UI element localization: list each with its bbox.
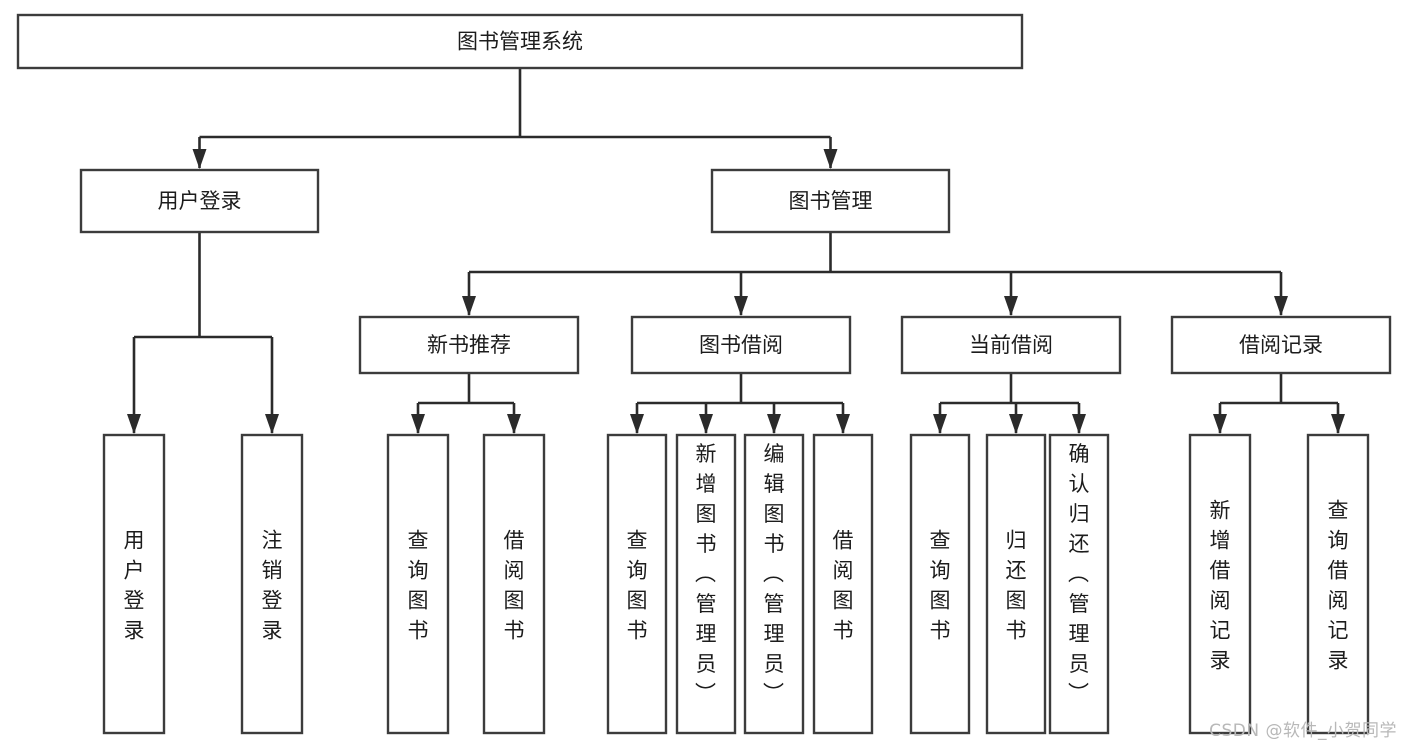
node-leaf-4[interactable]: [606, 433, 668, 735]
node-level1-1-label: 图书管理: [789, 189, 873, 213]
node-leaf-8-rect[interactable]: [909, 433, 971, 735]
node-level1-0[interactable]: [79, 168, 320, 234]
connector-layer: [127, 68, 1345, 434]
node-leaf-1[interactable]: [240, 433, 304, 735]
node-leaf-5-rect[interactable]: [675, 433, 737, 735]
node-leaf-6-label: 编辑图书（管理员）: [763, 442, 785, 706]
node-level2-3-label: 借阅记录: [1239, 333, 1323, 357]
node-leaf-1-label: 注销登录: [262, 528, 283, 642]
node-leaf-1-rect[interactable]: [240, 433, 304, 735]
node-root[interactable]: [16, 13, 1024, 70]
node-leaf-8[interactable]: [909, 433, 971, 735]
node-leaf-5-label: 新增图书（管理员）: [695, 442, 717, 706]
watermark-text: CSDN @软件_小贺同学: [1209, 721, 1397, 741]
node-level2-3[interactable]: [1170, 315, 1392, 375]
node-level1-1[interactable]: [710, 168, 951, 234]
node-leaf-3-rect[interactable]: [482, 433, 546, 735]
node-leaf-11-label: 新增借阅记录: [1210, 498, 1231, 672]
node-leaf-10-label: 确认归还（管理员）: [1068, 442, 1090, 706]
node-level2-1[interactable]: [630, 315, 852, 375]
node-level2-0-label: 新书推荐: [427, 333, 511, 357]
node-leaf-9[interactable]: [985, 433, 1047, 735]
node-box-layer: [16, 13, 1392, 735]
node-leaf-7-rect[interactable]: [812, 433, 874, 735]
node-leaf-11-rect[interactable]: [1188, 433, 1252, 735]
node-leaf-6-rect[interactable]: [743, 433, 805, 735]
node-leaf-10[interactable]: [1048, 433, 1110, 735]
node-level1-0-rect[interactable]: [79, 168, 320, 234]
node-leaf-6[interactable]: [743, 433, 805, 735]
node-leaf-3[interactable]: [482, 433, 546, 735]
node-level2-2-rect[interactable]: [900, 315, 1122, 375]
node-leaf-12-label: 查询借阅记录: [1328, 498, 1349, 672]
node-leaf-3-label: 借阅图书: [504, 528, 525, 642]
node-leaf-0-rect[interactable]: [102, 433, 166, 735]
node-level2-0[interactable]: [358, 315, 580, 375]
node-level2-1-rect[interactable]: [630, 315, 852, 375]
node-level2-3-rect[interactable]: [1170, 315, 1392, 375]
node-level1-0-label: 用户登录: [158, 189, 242, 213]
node-leaf-0[interactable]: [102, 433, 166, 735]
node-leaf-12[interactable]: [1306, 433, 1370, 735]
node-leaf-10-rect[interactable]: [1048, 433, 1110, 735]
node-leaf-2-rect[interactable]: [386, 433, 450, 735]
node-level2-2[interactable]: [900, 315, 1122, 375]
node-leaf-8-label: 查询图书: [930, 528, 951, 642]
node-level1-1-rect[interactable]: [710, 168, 951, 234]
node-leaf-2[interactable]: [386, 433, 450, 735]
node-level2-2-label: 当前借阅: [969, 333, 1053, 357]
node-leaf-4-rect[interactable]: [606, 433, 668, 735]
node-leaf-9-rect[interactable]: [985, 433, 1047, 735]
node-root-rect[interactable]: [16, 13, 1024, 70]
node-leaf-4-label: 查询图书: [627, 528, 648, 642]
node-leaf-7-label: 借阅图书: [833, 528, 854, 642]
node-leaf-2-label: 查询图书: [408, 528, 429, 642]
node-label-layer: 图书管理系统用户登录图书管理新书推荐图书借阅当前借阅借阅记录用户登录注销登录查询…: [124, 30, 1349, 707]
node-leaf-9-label: 归还图书: [1006, 528, 1027, 642]
node-level2-1-label: 图书借阅: [699, 333, 783, 357]
node-leaf-0-label: 用户登录: [124, 528, 145, 642]
node-leaf-7[interactable]: [812, 433, 874, 735]
node-leaf-5[interactable]: [675, 433, 737, 735]
node-level2-0-rect[interactable]: [358, 315, 580, 375]
node-root-label: 图书管理系统: [457, 30, 583, 54]
node-leaf-11[interactable]: [1188, 433, 1252, 735]
node-leaf-12-rect[interactable]: [1306, 433, 1370, 735]
